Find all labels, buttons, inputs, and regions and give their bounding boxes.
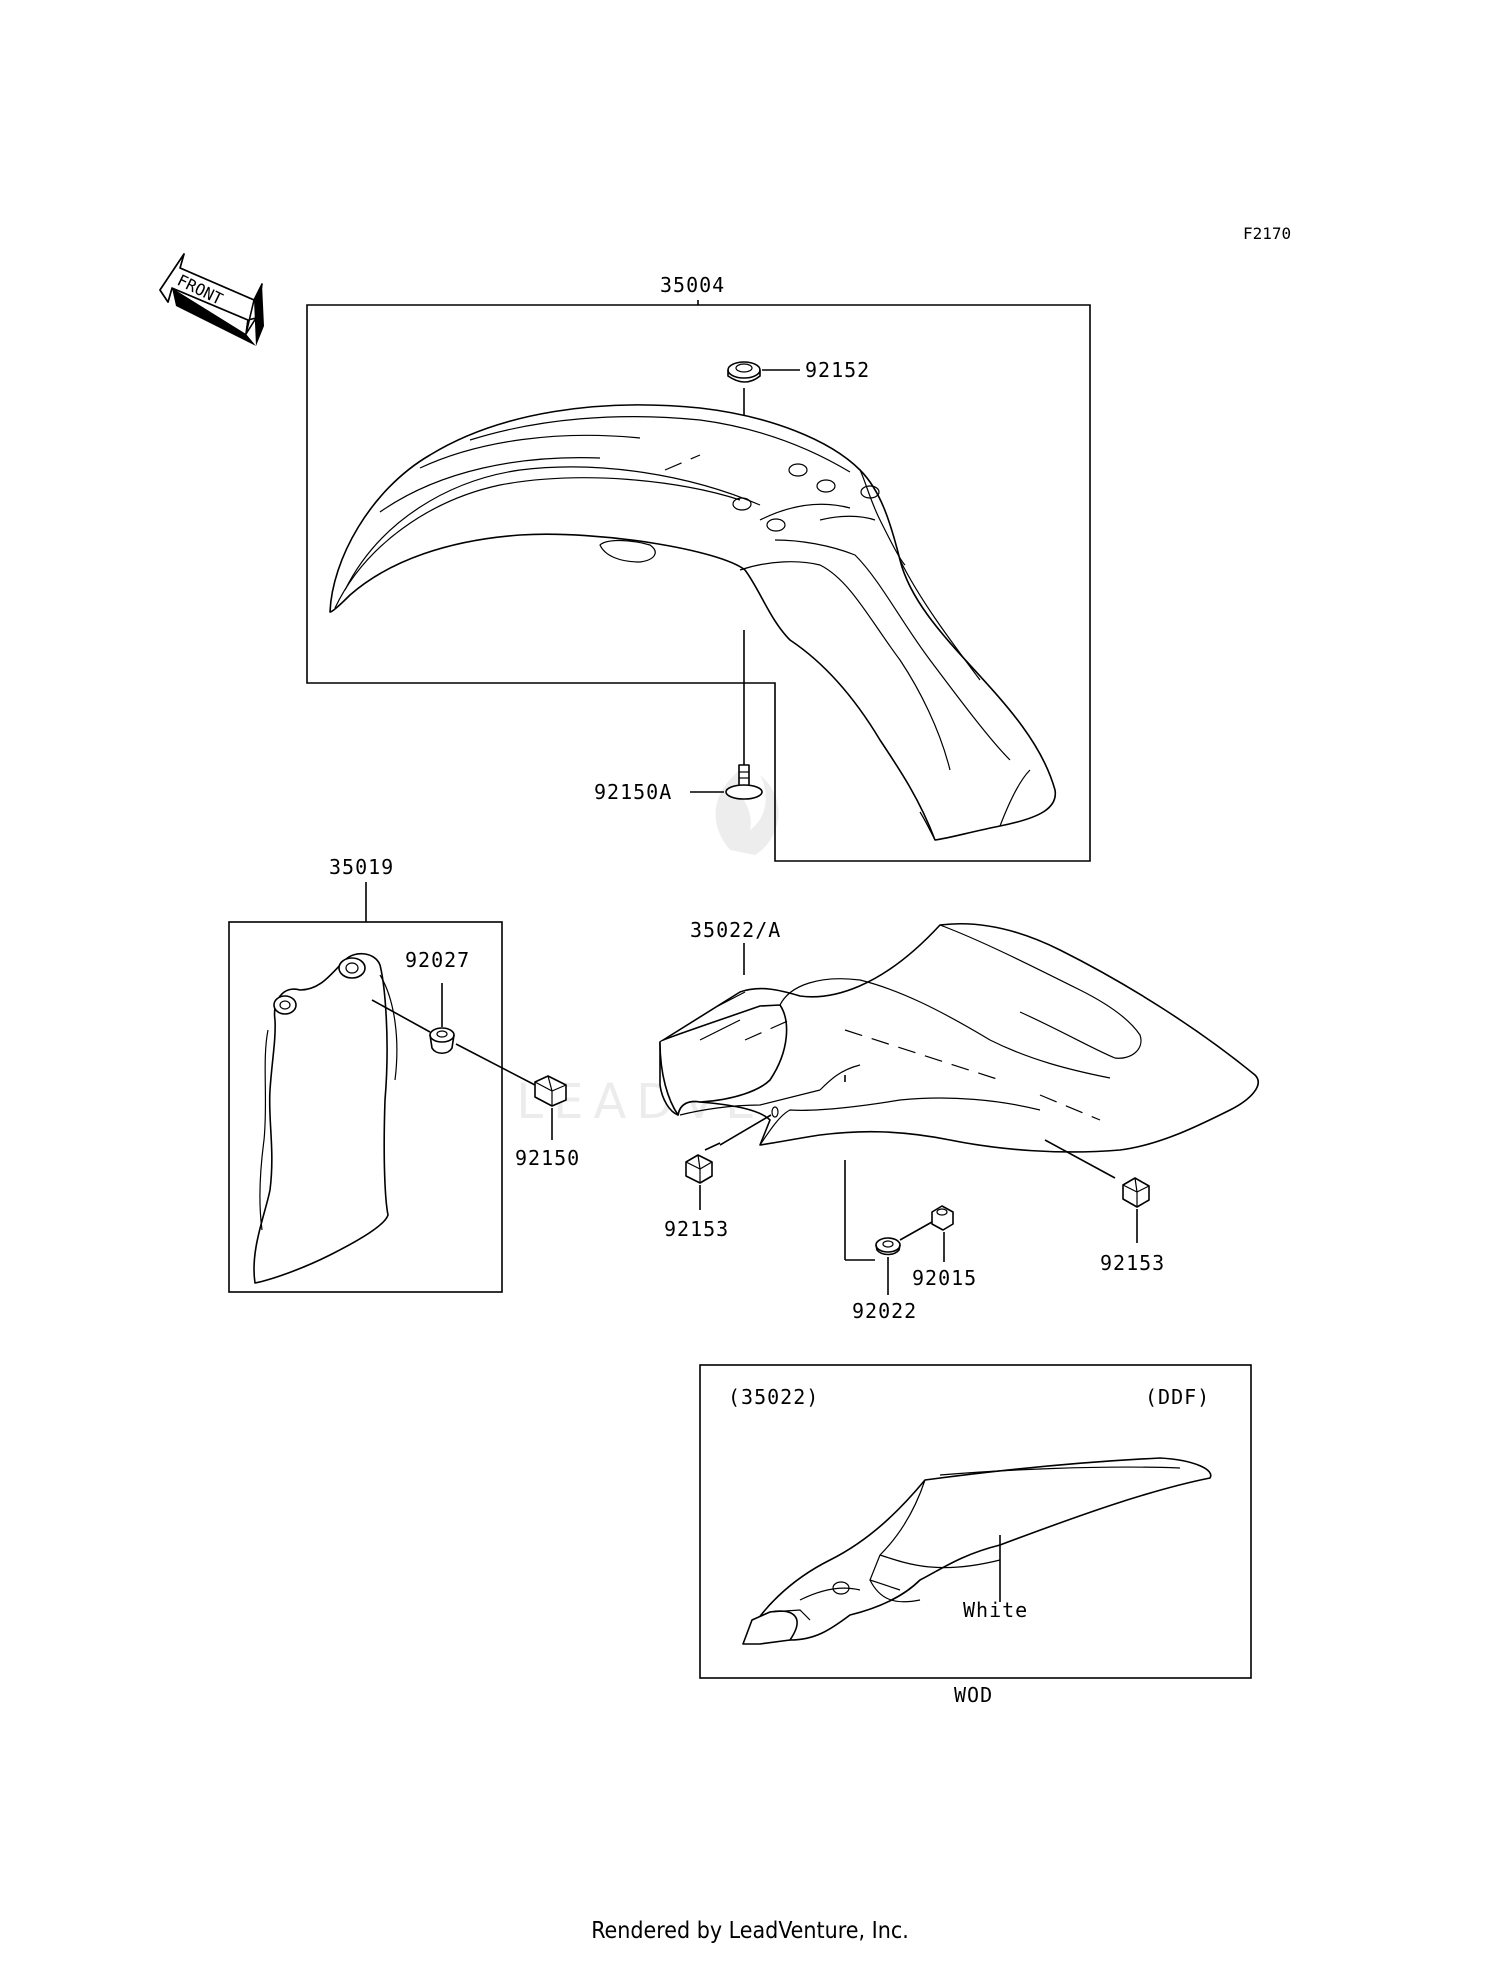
nut-92015 — [931, 1205, 954, 1231]
fork-guard-35019 — [253, 952, 398, 1284]
callout-92022: 92022 — [852, 1299, 917, 1323]
callout-35022a: 35022/A — [690, 918, 781, 942]
footer-credit: Rendered by LeadVenture, Inc. — [591, 1918, 909, 1944]
callout-35019: 35019 — [329, 855, 394, 879]
callout-92027: 92027 — [405, 948, 470, 972]
front-fender-35004 — [329, 404, 1057, 841]
bolt-92150 — [534, 1075, 567, 1107]
callout-92150: 92150 — [515, 1146, 580, 1170]
rear-fender-35022a — [659, 922, 1259, 1153]
fork-guard-box — [228, 921, 503, 1293]
callout-92152: 92152 — [805, 358, 870, 382]
bolt-92150a — [725, 764, 763, 800]
bolt-92153-right — [1122, 1177, 1150, 1208]
inset-box — [699, 1364, 1252, 1679]
bolt-92153-left — [685, 1142, 721, 1184]
inset-spec-code: (DDF) — [1145, 1385, 1210, 1409]
inset-caption: WOD — [954, 1683, 993, 1707]
callout-92153-left: 92153 — [664, 1217, 729, 1241]
callout-35004: 35004 — [660, 273, 725, 297]
callout-92153-right: 92153 — [1100, 1251, 1165, 1275]
inset-color-note: White — [963, 1598, 1028, 1622]
inset-part-ref: (35022) — [728, 1385, 819, 1409]
diagram-code: F2170 — [1243, 224, 1291, 243]
callout-92015: 92015 — [912, 1266, 977, 1290]
washer-92027 — [429, 1027, 455, 1055]
rear-fender-ddf-inset — [742, 1457, 1212, 1645]
grommet-92152 — [727, 361, 761, 383]
washer-92022 — [875, 1237, 901, 1256]
callout-92150a: 92150A — [594, 780, 672, 804]
front-fender-box — [306, 304, 1091, 862]
front-arrow-icon: FRONT — [159, 253, 264, 346]
